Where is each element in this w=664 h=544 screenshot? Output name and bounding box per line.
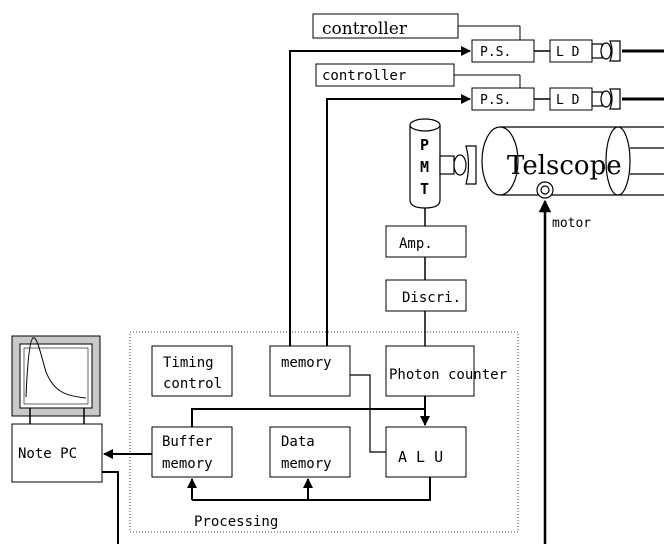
memory-box	[269, 345, 351, 397]
note-pc-label: Note PC	[18, 446, 77, 462]
pmt-top	[409, 118, 441, 132]
amp-box	[385, 225, 467, 258]
alu-output-bus	[192, 477, 431, 501]
memory-ps-mid-link	[326, 94, 471, 346]
data-label-1: Data	[281, 434, 315, 450]
buffer-label-2: memory	[162, 456, 213, 472]
timing-label-1: Timing	[163, 355, 214, 371]
memory-alu-link	[350, 374, 386, 453]
photon-counter-box	[385, 345, 475, 397]
alu-box	[385, 426, 467, 478]
note-pc-icon	[11, 335, 103, 483]
pmt-label-t: T	[420, 180, 429, 198]
controller-label-top: controller	[322, 19, 408, 39]
telescope-icon	[439, 126, 664, 196]
buffer-label-1: Buffer	[162, 434, 213, 450]
controller-box-top	[312, 13, 459, 39]
laser-lens-mid-icon	[591, 88, 621, 110]
memory-label: memory	[281, 355, 332, 371]
ps-label-mid: P.S.	[480, 93, 511, 108]
amp-label: Amp.	[399, 236, 433, 252]
ps-label-top: P.S.	[480, 45, 511, 60]
data-memory-box	[269, 426, 351, 478]
buffer-memory-box	[151, 426, 233, 478]
photon-counter-label: Photon counter	[389, 367, 507, 383]
motor-label: motor	[552, 216, 591, 231]
pmt-label-m: M	[420, 158, 429, 176]
telescope-label: Telscope	[507, 151, 622, 181]
pmt-label-p: P	[420, 136, 429, 154]
buffer-alu-link	[191, 408, 425, 427]
laser-lens-top-icon	[591, 40, 621, 62]
discri-label: Discri.	[402, 290, 461, 306]
timing-control-box	[151, 345, 233, 397]
pc-bottom-link	[102, 471, 119, 544]
memory-ps-top-link	[289, 46, 471, 346]
alu-label: A L U	[398, 448, 443, 466]
timing-label-2: control	[163, 376, 222, 392]
controller-label-mid: controller	[322, 68, 406, 84]
motor-icon	[536, 181, 554, 199]
ld-label-mid: L D	[556, 93, 580, 108]
data-label-2: memory	[281, 456, 332, 472]
processing-label: Processing	[194, 514, 278, 530]
ld-label-top: L D	[556, 45, 580, 60]
discri-box	[385, 279, 467, 312]
